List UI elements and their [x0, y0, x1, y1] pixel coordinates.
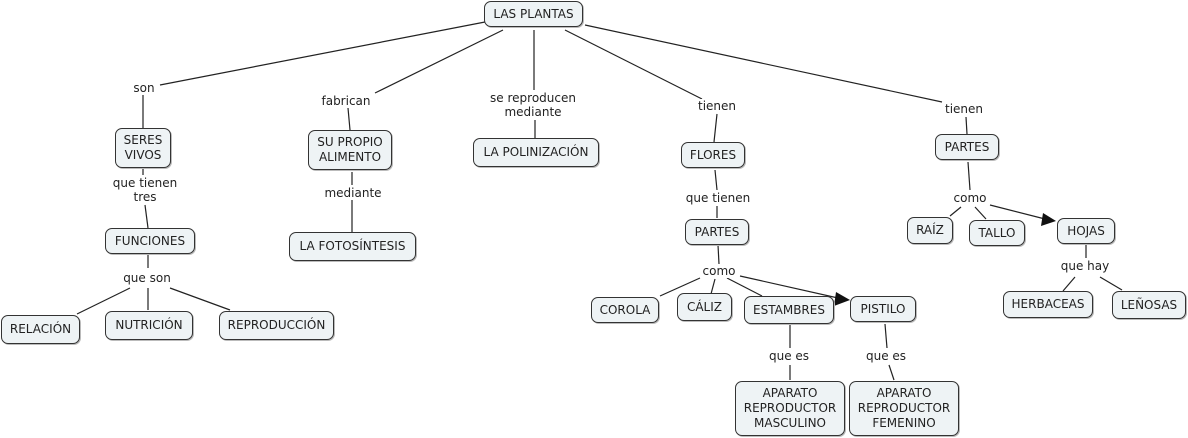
- concept-flores[interactable]: FLORES: [681, 142, 745, 168]
- concept-raiz[interactable]: RAÍZ: [907, 217, 953, 244]
- link-que-tienen-tres: que tienen tres: [112, 176, 178, 204]
- concept-alimento[interactable]: SU PROPIO ALIMENTO: [308, 130, 392, 170]
- link-que-es-m: que es: [768, 349, 810, 363]
- link-tienen-flores: tienen: [697, 99, 737, 113]
- concept-fotosintesis[interactable]: LA FOTOSÍNTESIS: [289, 232, 416, 261]
- concept-polinizacion[interactable]: LA POLINIZACIÓN: [473, 138, 599, 167]
- concept-reproduccion[interactable]: REPRODUCCIÓN: [219, 311, 334, 340]
- concept-tallo[interactable]: TALLO: [969, 220, 1025, 246]
- concept-seres-vivos[interactable]: SERES VIVOS: [115, 128, 171, 168]
- concept-caliz[interactable]: CÁLIZ: [677, 293, 732, 321]
- link-que-hay: que hay: [1060, 259, 1110, 273]
- arrowhead-icon: [834, 292, 850, 306]
- concept-partes-flor[interactable]: PARTES: [685, 219, 749, 245]
- link-mediante: mediante: [324, 186, 382, 200]
- concept-funciones[interactable]: FUNCIONES: [105, 228, 195, 254]
- concept-herbaceas[interactable]: HERBACEAS: [1003, 291, 1093, 318]
- link-que-son: que son: [123, 271, 171, 285]
- link-son: son: [133, 81, 155, 95]
- link-como-flor: como: [702, 264, 736, 278]
- arrowhead-icon: [1041, 213, 1056, 226]
- concept-root[interactable]: LAS PLANTAS: [484, 1, 583, 27]
- concept-femenino[interactable]: APARATO REPRODUCTOR FEMENINO: [849, 381, 959, 436]
- link-tienen-partes: tienen: [944, 102, 984, 116]
- concept-pistilo[interactable]: PISTILO: [850, 296, 916, 322]
- concept-relacion[interactable]: RELACIÓN: [1, 315, 80, 344]
- link-fabrican: fabrican: [321, 94, 371, 108]
- concept-lenosas[interactable]: LEÑOSAS: [1112, 291, 1186, 319]
- link-como-planta: como: [953, 191, 987, 205]
- concept-corola[interactable]: COROLA: [591, 297, 659, 323]
- concept-estambres[interactable]: ESTAMBRES: [744, 296, 834, 324]
- link-se-reproducen: se reproducen mediante: [490, 91, 576, 119]
- concept-partes-planta[interactable]: PARTES: [935, 134, 999, 160]
- link-que-es-f: que es: [865, 349, 907, 363]
- concept-nutricion[interactable]: NUTRICIÓN: [105, 311, 193, 340]
- link-que-tienen: que tienen: [685, 191, 751, 205]
- concept-masculino[interactable]: APARATO REPRODUCTOR MASCULINO: [735, 381, 845, 436]
- concept-hojas[interactable]: HOJAS: [1057, 218, 1115, 244]
